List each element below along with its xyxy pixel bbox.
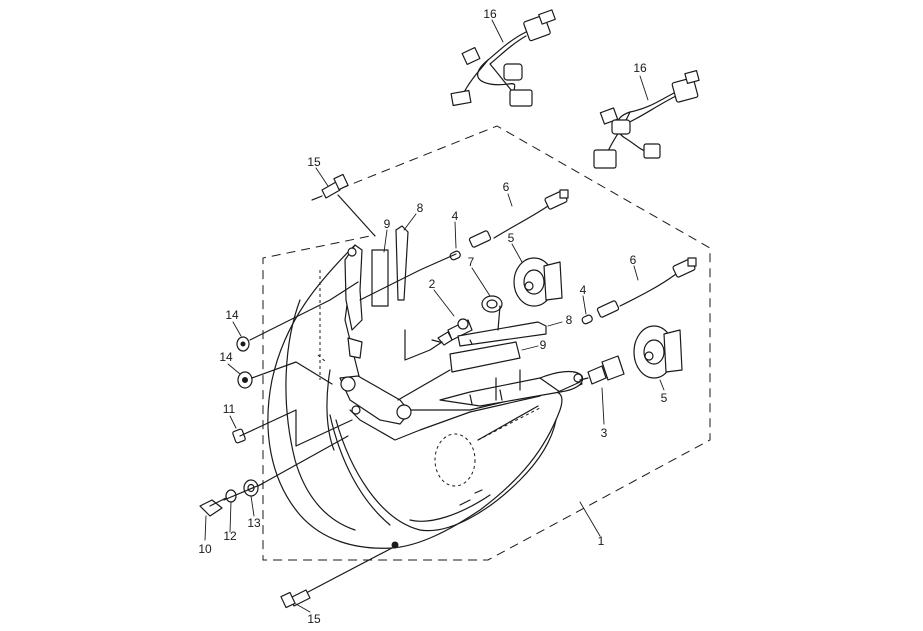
wire-harness-16-top	[450, 9, 556, 107]
callout-14-lower: 14	[219, 350, 233, 364]
callout-9-upper: 9	[384, 217, 391, 231]
callout-6-lower: 6	[630, 253, 637, 267]
callout-8-upper: 8	[417, 201, 424, 215]
callout-11: 11	[223, 402, 236, 416]
grommet-14-lower	[237, 371, 253, 389]
callout-16-right: 16	[633, 61, 647, 75]
callout-14-upper: 14	[225, 308, 239, 322]
callout-12: 12	[223, 529, 237, 543]
sub-harness-6-upper	[468, 189, 569, 248]
callout-10: 10	[198, 542, 212, 556]
socket-5-lower	[633, 325, 683, 379]
callout-15-top: 15	[307, 155, 321, 169]
bolt-10	[199, 497, 227, 517]
bulb-4-lower	[581, 314, 593, 325]
strip-8-upper	[395, 225, 409, 301]
callout-16-top: 16	[483, 7, 497, 21]
bolt-15-top	[321, 173, 349, 199]
socket-7	[481, 295, 503, 313]
callout-8-lower: 8	[566, 313, 573, 327]
bulb-4-upper	[449, 250, 461, 261]
socket-5-upper	[513, 257, 563, 307]
collar-11	[232, 428, 246, 444]
callout-leaders	[204, 19, 665, 613]
callout-15-bottom: 15	[307, 612, 321, 626]
bulb-3	[579, 355, 625, 385]
callout-4-upper: 4	[452, 209, 459, 223]
callout-7: 7	[468, 255, 475, 269]
callout-labels: 16 16 15 9 8 4 6 5 7 2 6 4 8 9 3 5 1 14 …	[198, 7, 667, 626]
bolt-15-bottom	[280, 589, 311, 609]
callout-6-upper: 6	[503, 180, 510, 194]
callout-3: 3	[601, 426, 608, 440]
assembly-boundary	[262, 125, 711, 561]
callout-5-upper: 5	[508, 231, 515, 245]
callout-9-lower: 9	[540, 338, 547, 352]
strip-9-lower	[449, 341, 521, 373]
strip-8-lower	[457, 321, 547, 347]
bulb-2	[431, 318, 473, 346]
wire-harness-16-right	[593, 70, 700, 169]
assembly-lines	[223, 194, 581, 593]
strip-9-upper	[371, 249, 389, 307]
callout-4-lower: 4	[580, 283, 587, 297]
sub-harness-6-lower	[596, 257, 697, 318]
callout-2: 2	[429, 277, 436, 291]
callout-13: 13	[247, 516, 261, 530]
grommet-14-upper	[236, 336, 250, 352]
callout-1: 1	[598, 534, 605, 548]
callout-5-lower: 5	[661, 391, 668, 405]
